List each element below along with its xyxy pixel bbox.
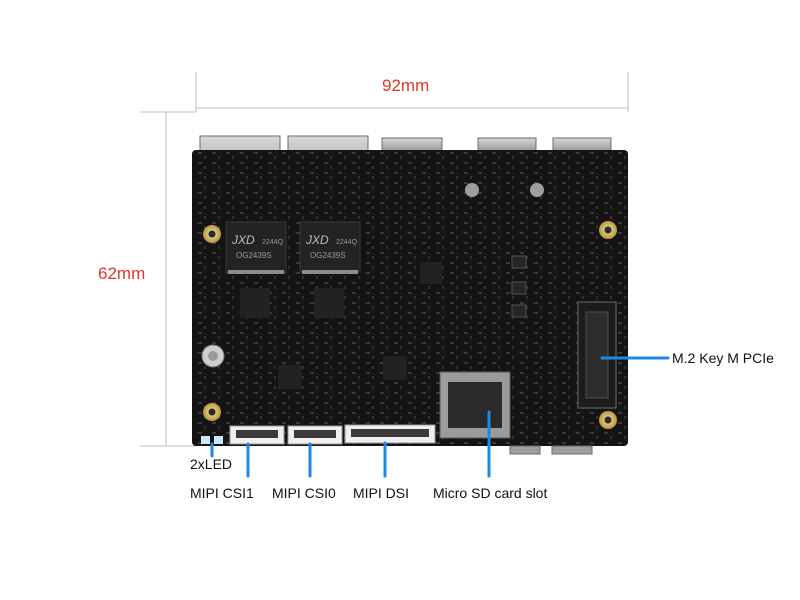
- small-chips: [511, 255, 527, 318]
- m2-slot: [577, 301, 617, 409]
- magnetics-modules: [225, 221, 361, 273]
- led-pair: [201, 436, 223, 444]
- height-dimension-label: 62mm: [98, 264, 146, 283]
- callout-led: 2xLED: [190, 456, 233, 472]
- callout-micro-sd: Micro SD card slot: [433, 485, 548, 501]
- standoff: [201, 344, 225, 368]
- chip-lot-2: OG2439S: [310, 251, 346, 260]
- ic-chips: [240, 262, 442, 389]
- callout-mipi-csi0: MIPI CSI0: [272, 485, 336, 501]
- chip-brand-1: JXD: [231, 233, 255, 247]
- chip-code-1: 2244Q: [262, 239, 284, 246]
- chip-code-2: 2244Q: [336, 239, 358, 246]
- chip-brand-2: JXD: [305, 233, 329, 247]
- dimension-lines: [140, 72, 629, 447]
- callout-mipi-dsi: MIPI DSI: [353, 485, 410, 501]
- bottom-connectors: [509, 445, 593, 455]
- callout-lines: [210, 356, 670, 478]
- callout-m2-pcie: M.2 Key M PCIe: [672, 350, 774, 366]
- micro-sd-slot: [439, 371, 511, 439]
- round-components: [465, 183, 544, 197]
- width-dimension-label: 92mm: [382, 76, 430, 95]
- module-pins: [228, 270, 358, 274]
- callout-mipi-csi1: MIPI CSI1: [190, 485, 254, 501]
- mounting-holes: [203, 221, 617, 429]
- fpc-connectors: [229, 424, 436, 445]
- chip-lot-1: OG2439S: [236, 251, 272, 260]
